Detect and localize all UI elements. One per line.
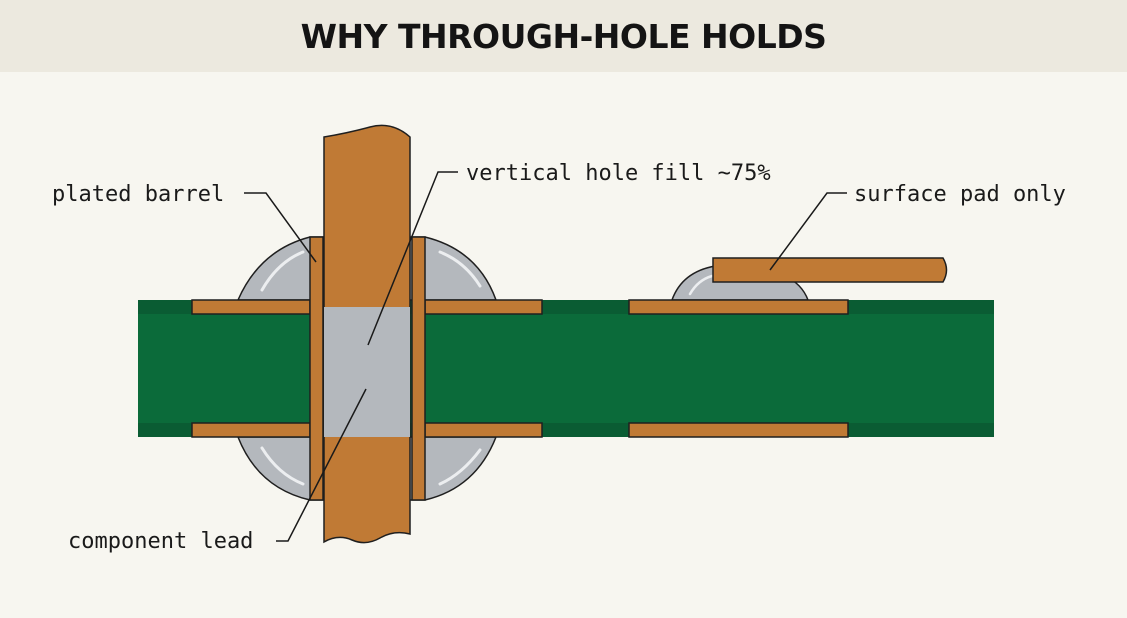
leader-vertical-fill [367, 171, 458, 346]
leader-lines [244, 171, 847, 542]
label-vertical-fill: vertical hole fill ~75% [466, 161, 771, 186]
through-hole-pads [191, 299, 543, 438]
leader-component-lead [276, 388, 367, 542]
page-title: WHY THROUGH-HOLE HOLDS [300, 16, 827, 56]
label-component-lead: component lead [68, 529, 253, 554]
leader-surface-pad [769, 192, 847, 271]
plated-barrel [309, 236, 426, 501]
label-surface-pad: surface pad only [854, 182, 1066, 207]
smd-component-lead [712, 257, 948, 283]
hole-solder-fill [324, 307, 410, 437]
pcb-board [138, 300, 994, 437]
title-bar: WHY THROUGH-HOLE HOLDS [0, 0, 1127, 72]
surface-pads [628, 299, 849, 438]
leader-plated-barrel [244, 192, 317, 263]
label-plated-barrel: plated barrel [52, 182, 224, 207]
